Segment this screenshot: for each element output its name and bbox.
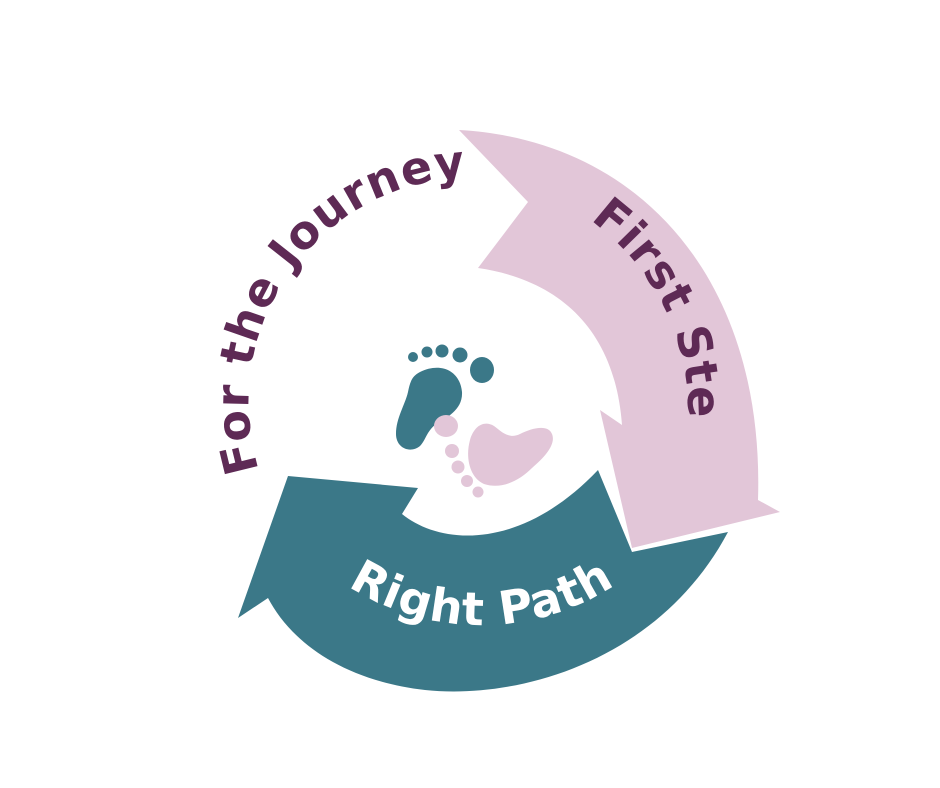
footprint-pink-icon: [434, 415, 553, 498]
footprint-teal-icon: [396, 344, 494, 450]
first-step-arrow: [459, 130, 780, 548]
right-path-arrow: [238, 470, 728, 692]
